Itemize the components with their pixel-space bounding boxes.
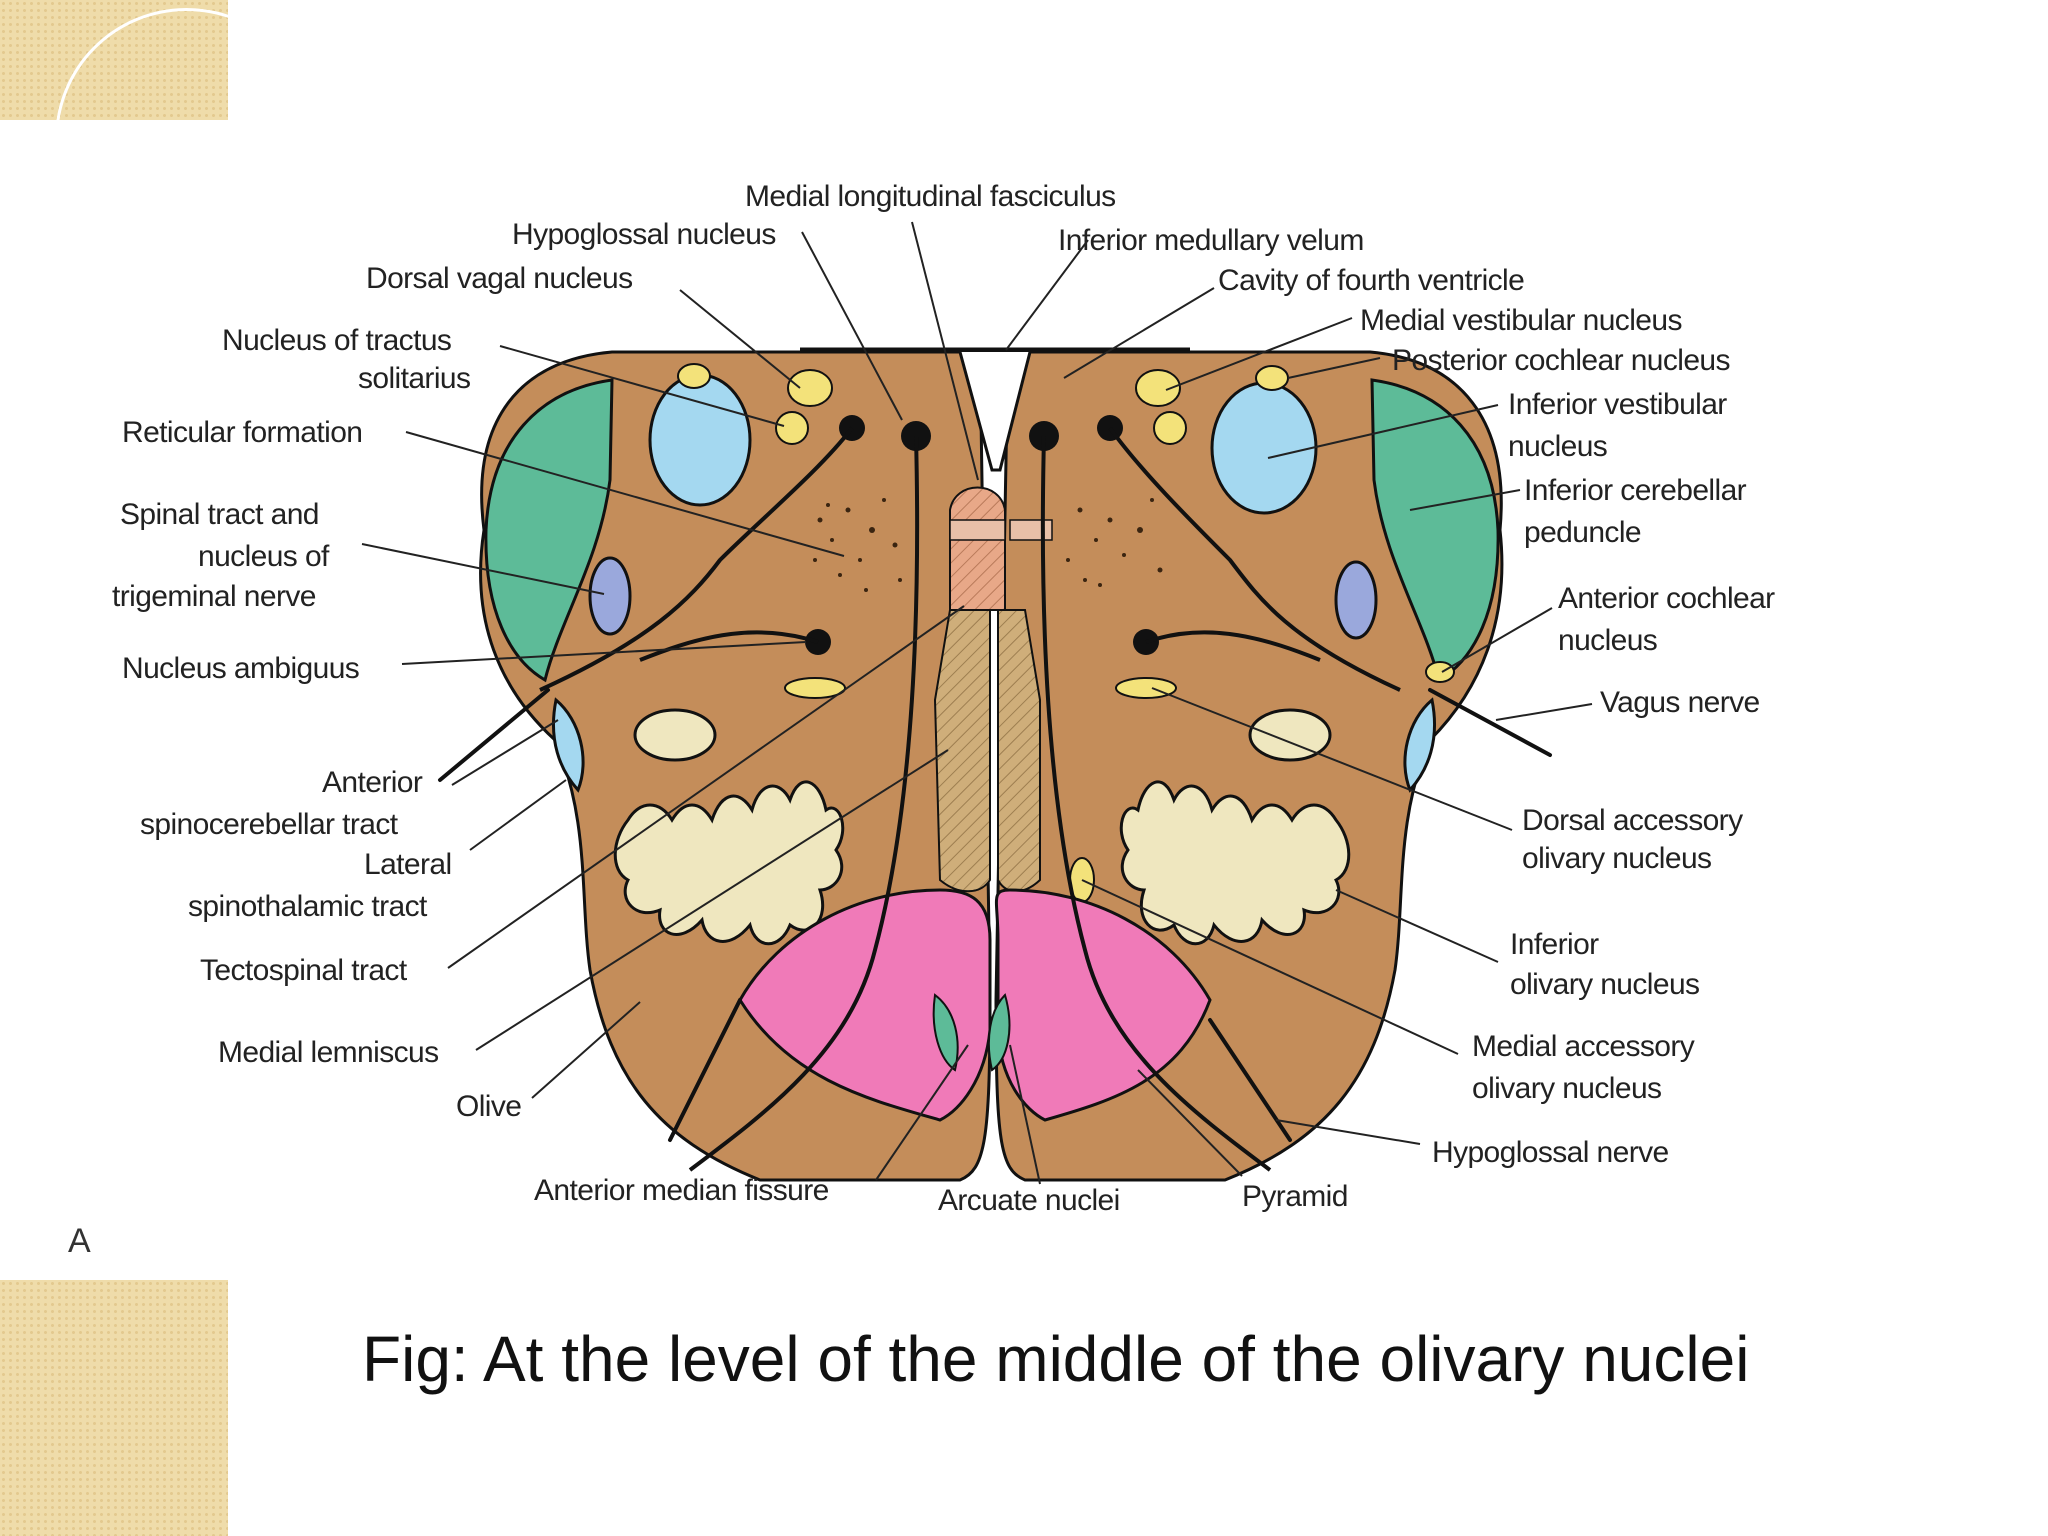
label-cavity-fourth-ventricle: Cavity of fourth ventricle — [1218, 264, 1524, 297]
trigeminal-nucleus-left — [588, 556, 632, 636]
label-tectospinal-tract: Tectospinal tract — [200, 954, 408, 987]
inferior-vestibular-nucleus-left — [648, 373, 752, 507]
tectospinal-tract-right — [1009, 519, 1053, 541]
label-nucleus-ambiguus: Nucleus ambiguus — [122, 652, 359, 685]
label-medial-vestibular-nucleus: Medial vestibular nucleus — [1360, 304, 1682, 337]
label-olive: Olive — [456, 1090, 521, 1123]
panel-letter: A — [68, 1222, 91, 1260]
label-lateral-spinothalamic-1: Lateral — [364, 848, 452, 881]
figure-caption: Fig: At the level of the middle of the o… — [362, 1323, 1750, 1395]
label-inferior-vestibular-1: Inferior vestibular — [1508, 388, 1727, 421]
reticular-formation-left — [813, 498, 902, 592]
nerve-fibers — [539, 426, 1401, 1172]
dorsal-accessory-olivary-right — [1248, 708, 1332, 762]
label-nucleus-tractus-solitarius-1: Nucleus of tractus — [222, 324, 451, 357]
anterior-spinocerebellar-left — [552, 697, 585, 793]
fourth-ventricle-cavity — [900, 350, 1090, 472]
arcuate-nucleus-right — [987, 993, 1011, 1072]
label-arcuate-nuclei: Arcuate nuclei — [938, 1184, 1120, 1217]
label-anterior-spinocerebellar-1: Anterior — [322, 766, 423, 799]
medial-accessory-olivary-right — [1115, 677, 1177, 699]
anterior-cochlear-nucleus-right — [1425, 661, 1455, 683]
label-dorsal-accessory-2: olivary nucleus — [1522, 842, 1711, 875]
label-medial-accessory-1: Medial accessory — [1472, 1030, 1695, 1063]
inferior-olivary-nucleus-right — [1119, 780, 1351, 946]
label-inferior-cerebellar-2: peduncle — [1524, 516, 1641, 549]
label-lateral-spinothalamic-2: spinothalamic tract — [188, 890, 428, 923]
medial-accessory-olivary-left — [784, 677, 846, 699]
posterior-cochlear-nucleus-left — [677, 363, 711, 389]
label-vagus-nerve: Vagus nerve — [1600, 686, 1760, 719]
label-inferior-cerebellar-1: Inferior cerebellar — [1524, 474, 1747, 507]
inferior-vestibular-nucleus-right — [1210, 381, 1318, 515]
decorative-corner-bottom — [0, 1280, 228, 1536]
decorative-corner-top — [0, 0, 228, 120]
label-anterior-cochlear-2: nucleus — [1558, 624, 1657, 657]
trigeminal-nucleus-right — [1334, 560, 1378, 640]
vagus-nerve-right — [1428, 688, 1552, 757]
label-medial-accessory-2: olivary nucleus — [1472, 1072, 1661, 1105]
label-inferior-medullary-velum: Inferior medullary velum — [1058, 224, 1364, 257]
label-spinal-tract-2: nucleus of — [198, 540, 330, 573]
label-dorsal-accessory-1: Dorsal accessory — [1522, 804, 1743, 837]
medial-lemniscus-left — [933, 609, 991, 893]
dorsal-vagal-nucleus-left — [787, 369, 833, 407]
label-inferior-olivary-1: Inferior — [1510, 928, 1599, 961]
label-anterior-median-fissure: Anterior median fissure — [534, 1174, 829, 1207]
medial-longitudinal-fasciculus — [949, 486, 1006, 611]
label-anterior-spinocerebellar-2: spinocerebellar tract — [140, 808, 399, 841]
leader-lines — [361, 221, 1593, 1185]
solitarius-nucleus-left — [775, 411, 809, 445]
label-nucleus-tractus-solitarius-2: solitarius — [358, 362, 470, 395]
label-medial-lemniscus: Medial lemniscus — [218, 1036, 438, 1069]
hypoglossal-nerve-left — [668, 998, 742, 1142]
vagus-nerve-left — [438, 688, 550, 782]
label-reticular-formation: Reticular formation — [122, 416, 362, 449]
inferior-cerebellar-peduncle-right — [1370, 378, 1500, 683]
arcuate-nucleus-left — [932, 993, 959, 1072]
solitarius-nucleus-right — [1153, 411, 1187, 445]
posterior-cochlear-nucleus-right — [1255, 365, 1289, 391]
inferior-cerebellar-peduncle-left — [484, 378, 614, 683]
label-hypoglossal-nucleus: Hypoglossal nucleus — [512, 218, 776, 251]
label-inferior-olivary-2: olivary nucleus — [1510, 968, 1699, 1001]
label-spinal-tract-1: Spinal tract and — [120, 498, 319, 531]
label-dorsal-vagal-nucleus: Dorsal vagal nucleus — [366, 262, 632, 295]
tectospinal-tract — [949, 519, 1006, 541]
label-inferior-vestibular-2: nucleus — [1508, 430, 1607, 463]
dorsal-accessory-olivary-left — [633, 708, 717, 762]
label-spinal-tract-3: trigeminal nerve — [112, 580, 316, 613]
medial-vestibular-nucleus-right — [1135, 369, 1181, 407]
reticular-formation-right — [1066, 498, 1163, 587]
label-pyramid: Pyramid — [1242, 1180, 1348, 1213]
label-posterior-cochlear-nucleus: Posterior cochlear nucleus — [1392, 344, 1730, 377]
label-hypoglossal-nerve: Hypoglossal nerve — [1432, 1136, 1669, 1169]
inferior-olivary-nucleus-left — [613, 780, 845, 946]
label-medial-longitudinal-fasciculus: Medial longitudinal fasciculus — [745, 180, 1116, 213]
label-anterior-cochlear-1: Anterior cochlear — [1558, 582, 1775, 615]
